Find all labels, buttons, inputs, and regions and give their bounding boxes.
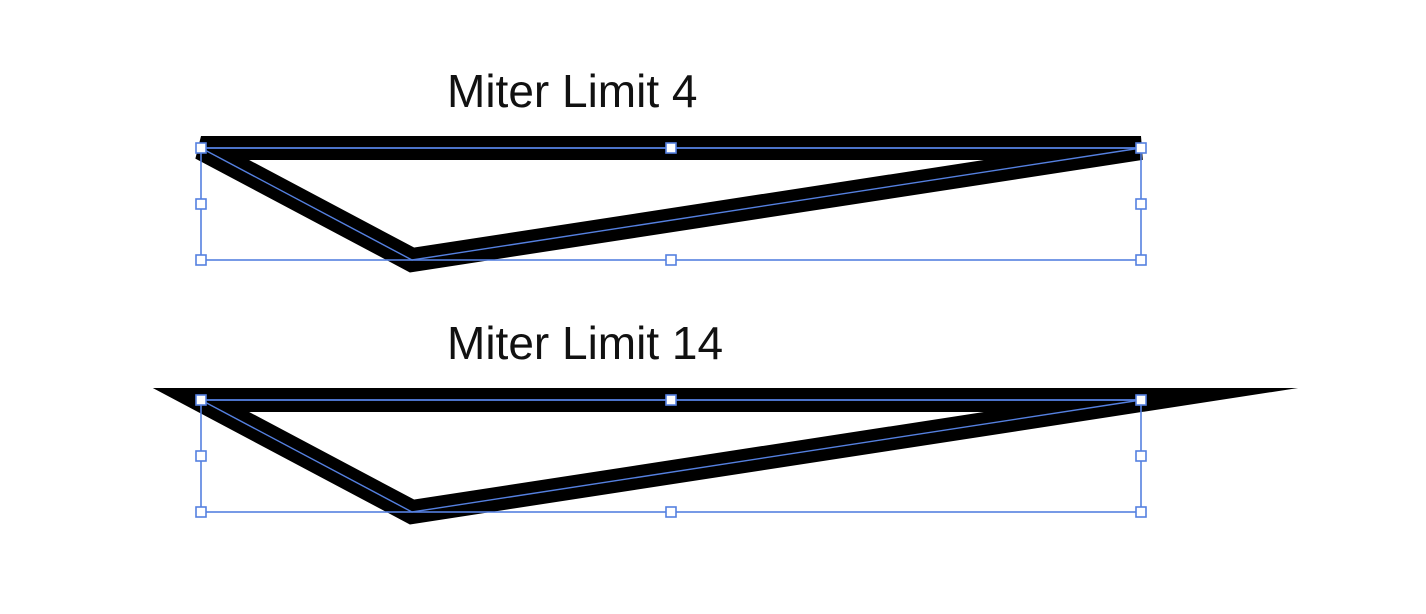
resize-handle[interactable] bbox=[195, 142, 207, 154]
resize-handle[interactable] bbox=[665, 394, 677, 406]
example-label: Miter Limit 4 bbox=[447, 65, 697, 117]
stroked-triangle[interactable] bbox=[152, 388, 1299, 525]
resize-handle[interactable] bbox=[195, 506, 207, 518]
resize-handle[interactable] bbox=[195, 254, 207, 266]
example-label: Miter Limit 14 bbox=[447, 317, 723, 369]
resize-handle[interactable] bbox=[1135, 198, 1147, 210]
resize-handle[interactable] bbox=[1135, 394, 1147, 406]
resize-handle[interactable] bbox=[195, 450, 207, 462]
resize-handle[interactable] bbox=[1135, 506, 1147, 518]
resize-handle[interactable] bbox=[195, 198, 207, 210]
resize-handle[interactable] bbox=[665, 254, 677, 266]
resize-handle[interactable] bbox=[195, 394, 207, 406]
resize-handle[interactable] bbox=[1135, 254, 1147, 266]
miter-example: Miter Limit 14 bbox=[152, 317, 1299, 525]
resize-handle[interactable] bbox=[1135, 450, 1147, 462]
stroked-triangle[interactable] bbox=[195, 136, 1143, 273]
resize-handle[interactable] bbox=[1135, 142, 1147, 154]
resize-handle[interactable] bbox=[665, 142, 677, 154]
resize-handle[interactable] bbox=[665, 506, 677, 518]
miter-example: Miter Limit 4 bbox=[195, 65, 1147, 273]
